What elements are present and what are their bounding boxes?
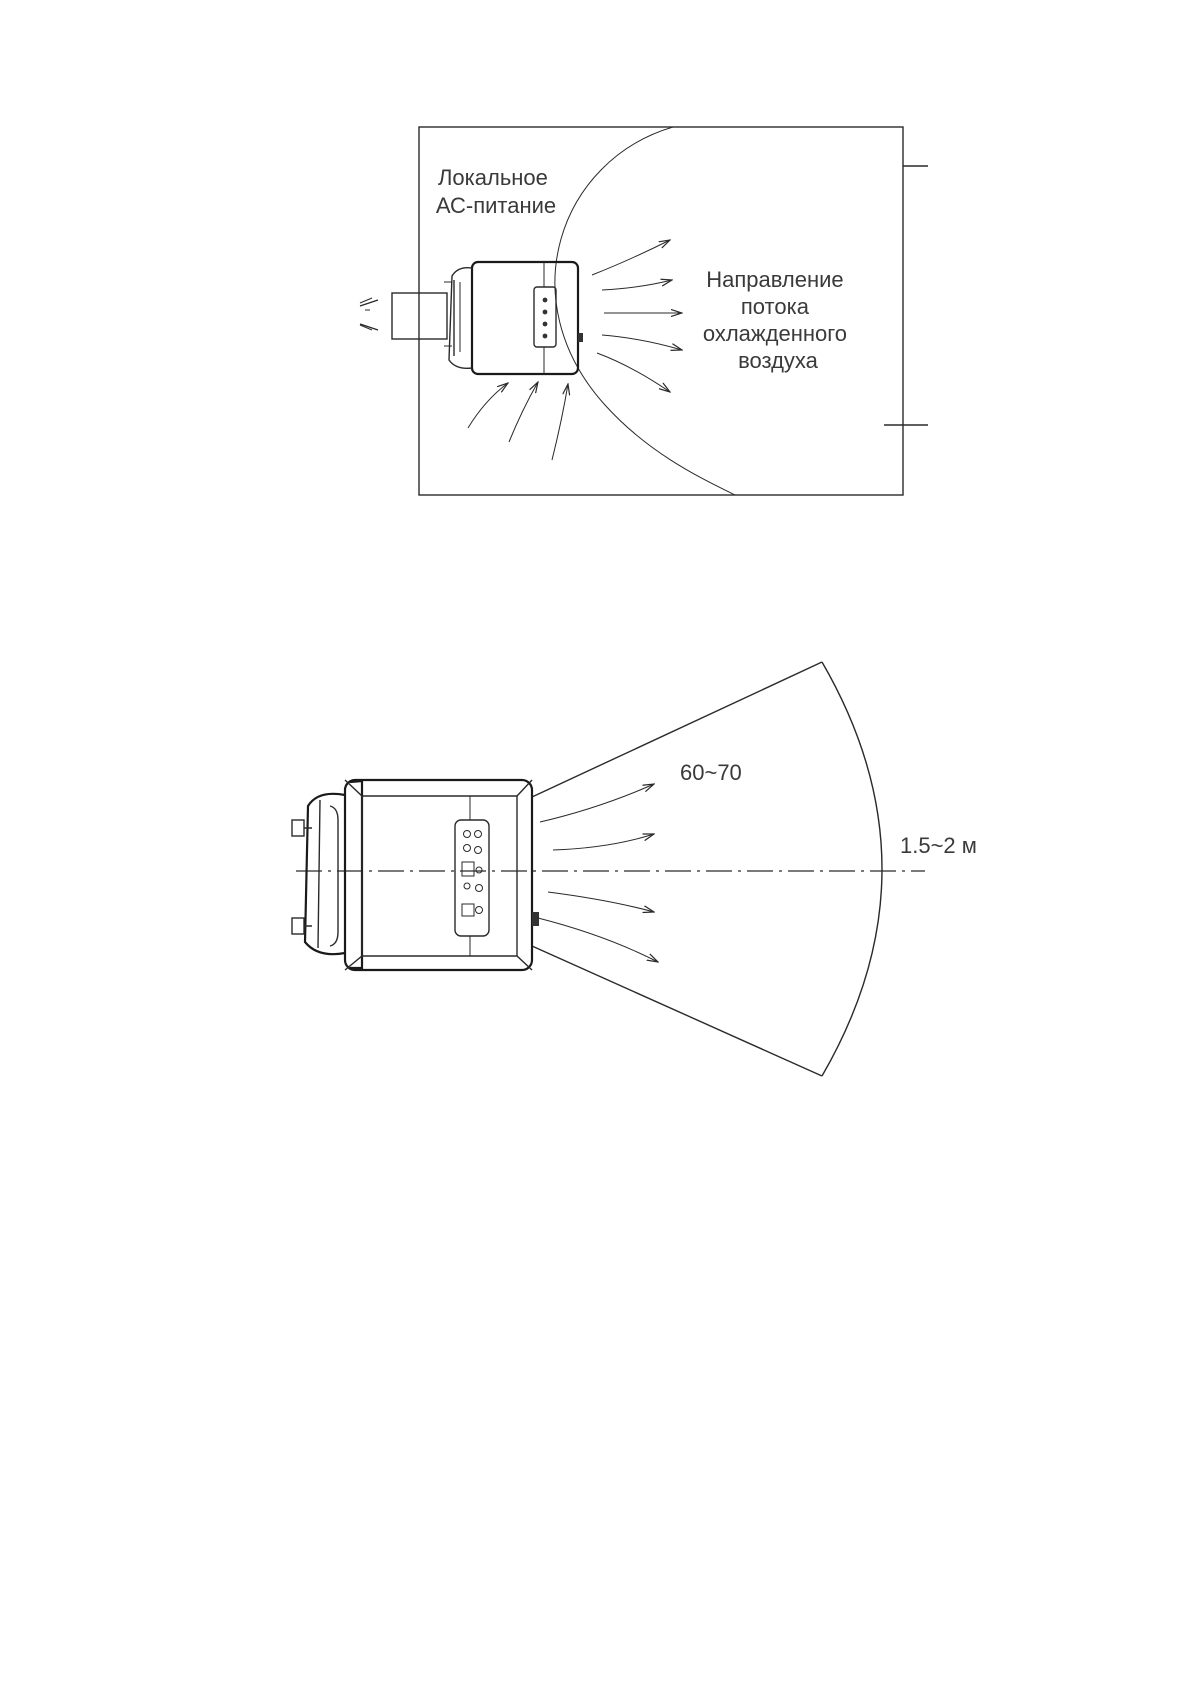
cold-air-arrows: [591, 240, 682, 392]
airflow-label-line4: воздуха: [738, 348, 819, 373]
angle-label: 60~70: [680, 760, 742, 785]
airflow-label-line1: Направление: [706, 267, 843, 292]
airflow-label-line2: потока: [741, 294, 810, 319]
airflow-coverage-arc: [554, 126, 736, 496]
sector-edge-top: [531, 661, 823, 798]
air-conditioner-unit-small: [444, 260, 583, 376]
warm-air-intake-arrows: [467, 382, 568, 461]
airflow-direction-label: Направление потока охлажденного воздуха: [703, 267, 853, 373]
distance-label: 1.5~2 м: [900, 833, 977, 858]
local-power-line2: АС-питание: [436, 193, 556, 218]
airflow-range-figure: 60~70 1.5~2 м: [291, 661, 977, 1077]
room-layout-figure: Локальное АС-питание Направление потока …: [359, 126, 928, 496]
airflow-label-line3: охлажденного: [703, 321, 847, 346]
sector-arc: [821, 661, 883, 1077]
air-conditioner-unit-large: [291, 778, 539, 972]
airflow-arrows: [537, 784, 658, 962]
local-power-line1: Локальное: [438, 165, 548, 190]
room-outline: [418, 126, 904, 496]
local-power-label: Локальное АС-питание: [436, 165, 556, 218]
sector-edge-bottom: [531, 945, 823, 1077]
exhaust-duct: [359, 292, 448, 340]
